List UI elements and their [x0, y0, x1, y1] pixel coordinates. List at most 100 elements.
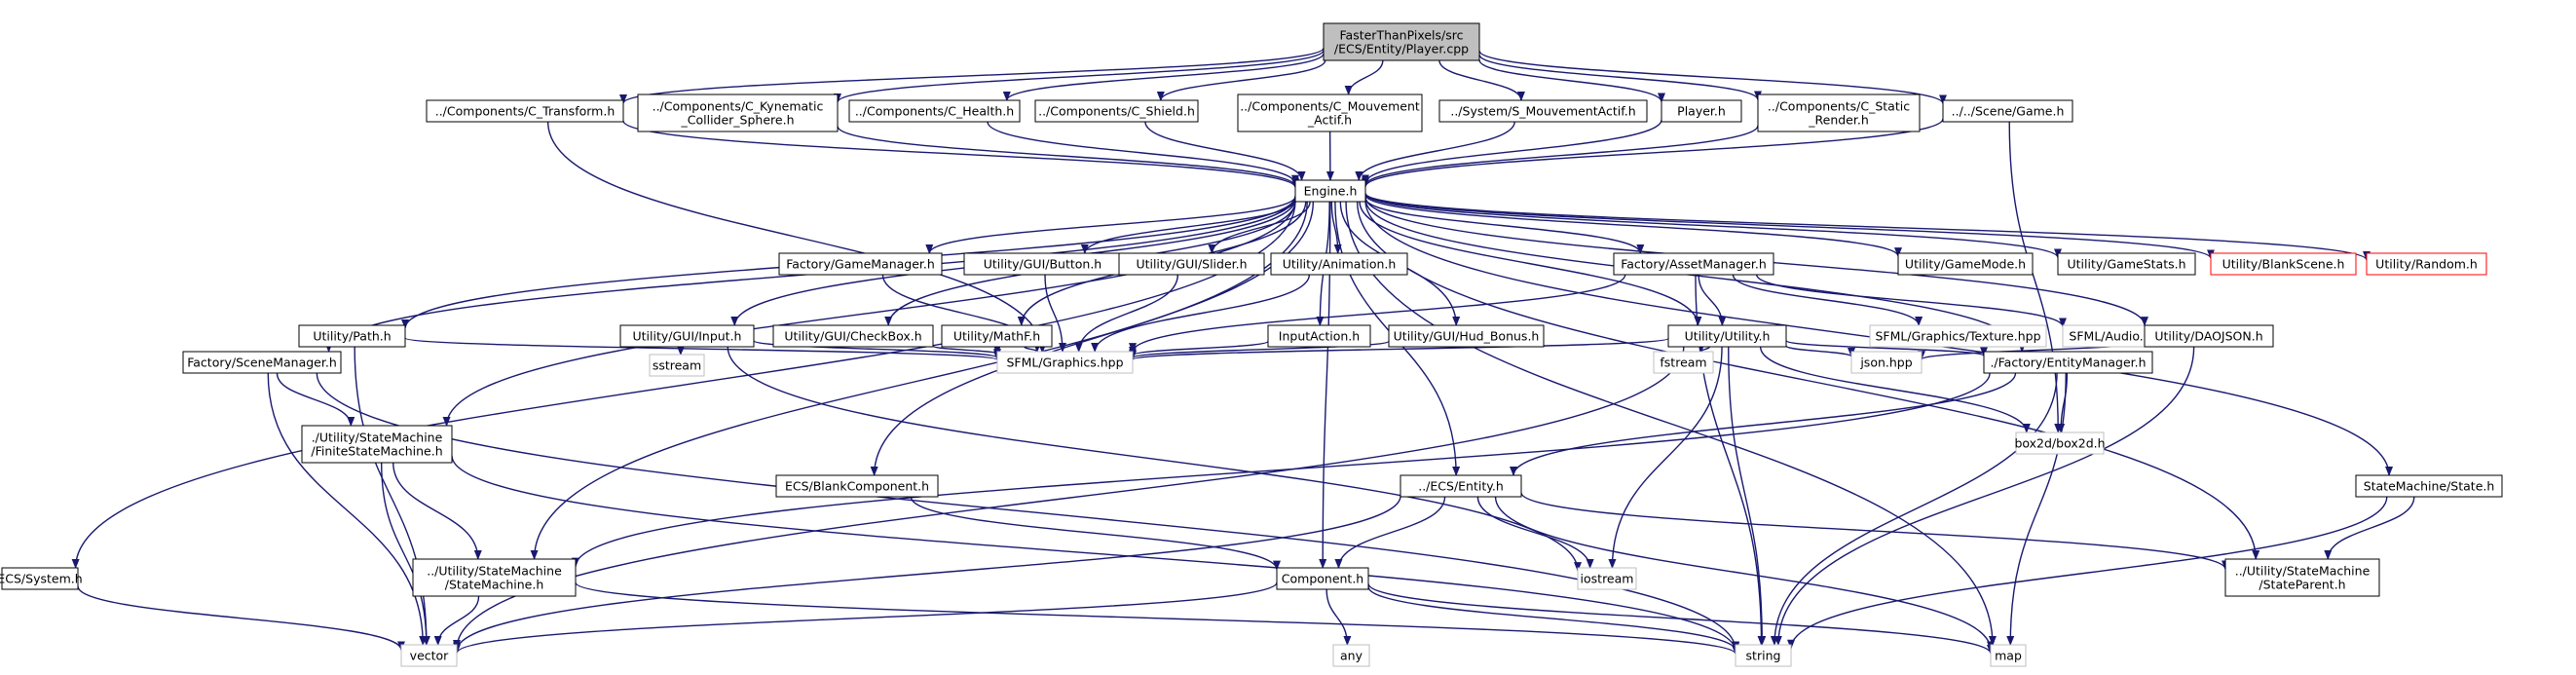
node-box-blankscene_h[interactable] [2210, 252, 2357, 276]
node-string[interactable]: string [1735, 644, 1792, 667]
node-box-iostream[interactable] [1577, 567, 1637, 590]
node-any[interactable]: any [1332, 644, 1370, 667]
node-box-player_cpp[interactable] [1323, 22, 1480, 61]
node-sfml_texture[interactable]: SFML/Graphics/Texture.hpp [1869, 324, 2047, 348]
node-map[interactable]: map [1990, 644, 2027, 667]
node-state_h[interactable]: StateMachine/State.h [2355, 474, 2503, 498]
node-sstream[interactable]: sstream [649, 354, 705, 377]
node-box-c_shield[interactable] [1034, 99, 1199, 123]
node-box-blankcomponent_h[interactable] [775, 474, 939, 498]
node-gui_button[interactable]: Utility/GUI/Button.h [963, 252, 1122, 276]
node-box-c_health[interactable] [848, 99, 1021, 123]
node-random_h[interactable]: Utility/Random.h [2366, 252, 2487, 276]
node-inputaction_h[interactable]: InputAction.h [1267, 324, 1371, 348]
node-system_h[interactable]: ECS/System.h [0, 567, 83, 590]
node-box-gamemode_h[interactable] [1897, 252, 2034, 276]
node-box-sfml_texture[interactable] [1869, 324, 2047, 348]
node-factory_am[interactable]: Factory/AssetManager.h [1613, 252, 1774, 276]
node-box-fstream[interactable] [1653, 351, 1714, 374]
node-fsm_h[interactable]: ./Utility/StateMachine/FiniteStateMachin… [301, 425, 453, 464]
node-player_cpp[interactable]: FasterThanPixels/src/ECS/Entity/Player.c… [1323, 22, 1480, 61]
node-gui_slider[interactable]: Utility/GUI/Slider.h [1118, 252, 1265, 276]
node-box-player_h[interactable] [1661, 99, 1742, 123]
node-gamemode_h[interactable]: Utility/GameMode.h [1897, 252, 2034, 276]
node-path_h[interactable]: Utility/Path.h [298, 324, 406, 348]
node-box-state_h[interactable] [2355, 474, 2503, 498]
node-vector[interactable]: vector [400, 644, 458, 667]
node-stateparent_h[interactable]: ../Utility/StateMachine/StateParent.h [2224, 558, 2380, 597]
node-animation_h[interactable]: Utility/Animation.h [1270, 252, 1408, 276]
node-box-c_transform[interactable] [426, 99, 624, 123]
node-sfml_graphics[interactable]: SFML/Graphics.hpp [996, 351, 1134, 374]
node-c_kynematic[interactable]: ../Components/C_Kynematic_Collider_Spher… [637, 94, 839, 132]
node-box-json_hpp[interactable] [1850, 351, 1923, 374]
node-box-vector[interactable] [400, 644, 458, 667]
node-box-c_mouvement[interactable] [1237, 94, 1423, 132]
node-box-fsm_h[interactable] [301, 425, 453, 464]
node-gamestats_h[interactable]: Utility/GameStats.h [2057, 252, 2196, 276]
node-box-c_kynematic[interactable] [637, 94, 839, 132]
node-box-entitymanager_h[interactable] [1983, 351, 2153, 374]
node-gui_input[interactable]: Utility/GUI/Input.h [619, 324, 755, 348]
node-box-system_h[interactable] [1, 567, 79, 590]
node-box-hud_bonus[interactable] [1388, 324, 1545, 348]
node-box-statemachine_h[interactable] [412, 558, 577, 597]
node-s_mouvement[interactable]: ../System/S_MouvementActif.h [1438, 99, 1648, 123]
node-box-c_static[interactable] [1757, 94, 1921, 132]
node-box-s_mouvement[interactable] [1438, 99, 1648, 123]
node-blankscene_h[interactable]: Utility/BlankScene.h [2210, 252, 2357, 276]
node-game_h[interactable]: ../../Scene/Game.h [1942, 99, 2073, 123]
node-hud_bonus[interactable]: Utility/GUI/Hud_Bonus.h [1388, 324, 1545, 348]
node-factory_gm[interactable]: Factory/GameManager.h [778, 252, 943, 276]
node-iostream[interactable]: iostream [1577, 567, 1637, 590]
node-box-path_h[interactable] [298, 324, 406, 348]
node-c_shield[interactable]: ../Components/C_Shield.h [1034, 99, 1199, 123]
node-box-random_h[interactable] [2366, 252, 2487, 276]
node-box-mathf_h[interactable] [941, 324, 1053, 348]
node-box-string[interactable] [1735, 644, 1792, 667]
node-mathf_h[interactable]: Utility/MathF.h [941, 324, 1053, 348]
node-box-entity_h[interactable] [1400, 474, 1522, 498]
node-entitymanager_h[interactable]: ./Factory/EntityManager.h [1983, 351, 2153, 374]
node-blankcomponent_h[interactable]: ECS/BlankComponent.h [775, 474, 939, 498]
node-box-animation_h[interactable] [1270, 252, 1408, 276]
node-box-engine_h[interactable] [1294, 179, 1366, 203]
edge-state_h-to-string [1787, 496, 2388, 650]
node-component_h[interactable]: Component.h [1276, 567, 1369, 590]
node-player_h[interactable]: Player.h [1661, 99, 1742, 123]
node-fstream[interactable]: fstream [1653, 351, 1714, 374]
node-box-map[interactable] [1990, 644, 2027, 667]
node-label-random_h-0: Utility/Random.h [2375, 257, 2478, 272]
node-box-factory_sm[interactable] [182, 351, 342, 374]
node-box-component_h[interactable] [1276, 567, 1369, 590]
node-box-stateparent_h[interactable] [2224, 558, 2380, 597]
node-c_health[interactable]: ../Components/C_Health.h [848, 99, 1021, 123]
node-gui_checkbox[interactable]: Utility/GUI/CheckBox.h [772, 324, 934, 348]
node-box-sfml_graphics[interactable] [996, 351, 1134, 374]
node-daojson_h[interactable]: Utility/DAOJSON.h [2144, 324, 2274, 348]
node-box-inputaction_h[interactable] [1267, 324, 1371, 348]
node-box-gui_slider[interactable] [1118, 252, 1265, 276]
edge-factory_am-to-sfml_texture [1732, 274, 1923, 326]
node-box-gamestats_h[interactable] [2057, 252, 2196, 276]
node-box-gui_checkbox[interactable] [772, 324, 934, 348]
node-box-factory_gm[interactable] [778, 252, 943, 276]
node-statemachine_h[interactable]: ../Utility/StateMachine/StateMachine.h [412, 558, 577, 597]
node-box-sstream[interactable] [649, 354, 705, 377]
node-entity_h[interactable]: ../ECS/Entity.h [1400, 474, 1522, 498]
node-c_mouvement[interactable]: ../Components/C_Mouvement_Actif.h [1237, 94, 1423, 132]
node-box-factory_am[interactable] [1613, 252, 1774, 276]
node-box-utility_h[interactable] [1667, 324, 1787, 348]
node-box-box2d_h[interactable] [2015, 431, 2105, 455]
node-engine_h[interactable]: Engine.h [1294, 179, 1366, 203]
node-box-daojson_h[interactable] [2144, 324, 2274, 348]
node-box2d_h[interactable]: box2d/box2d.h [2014, 431, 2106, 455]
node-utility_h[interactable]: Utility/Utility.h [1667, 324, 1787, 348]
node-box-gui_input[interactable] [619, 324, 755, 348]
node-box-any[interactable] [1332, 644, 1370, 667]
node-c_transform[interactable]: ../Components/C_Transform.h [426, 99, 624, 123]
node-json_hpp[interactable]: json.hpp [1850, 351, 1923, 374]
node-box-game_h[interactable] [1942, 99, 2073, 123]
node-factory_sm[interactable]: Factory/SceneManager.h [182, 351, 342, 374]
node-c_static[interactable]: ../Components/C_Static_Render.h [1757, 94, 1921, 132]
